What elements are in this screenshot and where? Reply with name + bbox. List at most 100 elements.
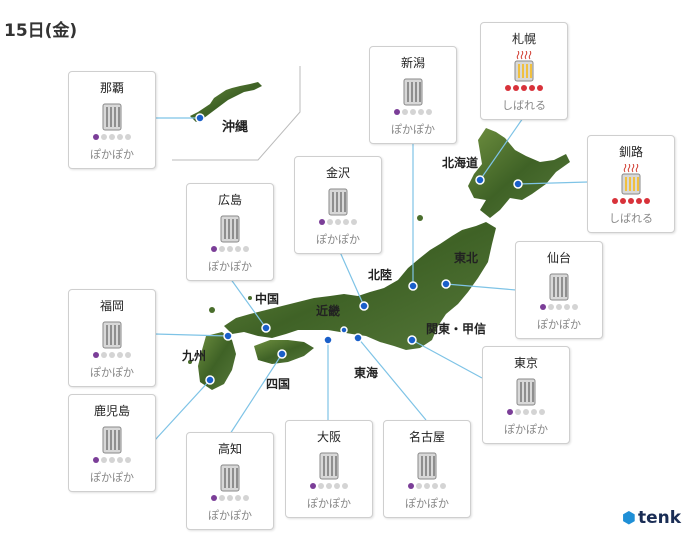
level-dots	[187, 495, 273, 503]
pin-kushiro	[513, 179, 523, 189]
level-dots	[481, 85, 567, 93]
level-dot	[505, 85, 511, 91]
heat-wave	[631, 163, 635, 173]
city-name: 広島	[217, 193, 242, 207]
heater-icon	[515, 375, 537, 407]
level-dot	[426, 109, 432, 115]
heater-svg	[621, 163, 641, 195]
card-sendai[interactable]: 仙台 ぽかぽか	[515, 241, 603, 339]
level-dot	[335, 219, 341, 225]
region-chugoku: 中国	[255, 292, 280, 306]
level-dot	[531, 409, 537, 415]
heater-bar	[637, 177, 639, 191]
region-tokai: 東海	[354, 366, 379, 380]
level-dot	[243, 246, 249, 252]
heater-icon	[219, 212, 241, 244]
heater-icon	[548, 270, 570, 302]
level-dot	[644, 198, 650, 204]
level-dots	[69, 134, 155, 142]
level-dot	[418, 109, 424, 115]
heater-bar	[415, 82, 417, 102]
island	[417, 215, 423, 221]
heater-bar	[526, 64, 528, 78]
city-name: 仙台	[546, 251, 571, 265]
card-fukuoka[interactable]: 福岡 ぽかぽか	[68, 289, 156, 387]
pin-kinki	[340, 326, 348, 334]
city-name: 福岡	[99, 299, 124, 313]
level-dot	[440, 483, 446, 489]
level-dots	[286, 483, 372, 491]
level-dot	[109, 352, 115, 358]
level-dot	[235, 246, 241, 252]
region-shikoku: 四国	[266, 377, 291, 391]
heater-bar	[332, 192, 334, 212]
tenki-logo[interactable]: ⬢tenk	[622, 508, 681, 528]
heat-wave	[627, 163, 631, 173]
pin-fukuoka	[223, 331, 233, 341]
level-dot	[402, 109, 408, 115]
heater-svg	[514, 50, 534, 82]
level-dot	[636, 198, 642, 204]
okinawa-islands	[190, 82, 262, 122]
heater-bar	[114, 325, 116, 345]
level-dot	[318, 483, 324, 489]
heater-bar	[553, 277, 555, 297]
heater-bar	[344, 192, 346, 212]
honshu	[224, 222, 496, 350]
heater-bar	[407, 82, 409, 102]
level-dot	[125, 134, 131, 140]
leader-sapporo	[479, 117, 524, 181]
level-label: ぽかぽか	[90, 148, 134, 161]
card-niigata[interactable]: 新潟 ぽかぽか	[369, 46, 457, 144]
level-dot	[424, 483, 430, 489]
heater-bar	[232, 219, 234, 239]
level-label: しばれる	[502, 99, 546, 112]
leader-kochi	[229, 353, 283, 435]
card-kochi[interactable]: 高知 ぽかぽか	[186, 432, 274, 530]
card-kanazawa[interactable]: 金沢 ぽかぽか	[294, 156, 382, 254]
level-dot	[572, 304, 578, 310]
heater-svg	[319, 452, 339, 480]
heater-bar	[532, 382, 534, 402]
level-dots	[69, 457, 155, 465]
level-dot	[564, 304, 570, 310]
pin-naha	[195, 113, 205, 123]
level-dot	[548, 304, 554, 310]
card-osaka[interactable]: 大阪 ぽかぽか	[285, 420, 373, 518]
leader-kagoshima	[154, 379, 211, 441]
level-dot	[513, 85, 519, 91]
heater-bar	[106, 430, 108, 450]
pin-kagoshima	[205, 375, 215, 385]
level-dot	[101, 457, 107, 463]
heater-svg	[403, 78, 423, 106]
heater-bar	[518, 64, 520, 78]
card-nagoya[interactable]: 名古屋 ぽかぽか	[383, 420, 471, 518]
heater-bar	[114, 430, 116, 450]
card-kushiro[interactable]: 釧路 しばれる	[587, 135, 675, 233]
level-label: ぽかぽか	[208, 509, 252, 522]
level-dot	[523, 409, 529, 415]
city-name: 鹿児島	[93, 404, 130, 418]
city-name: 那覇	[99, 81, 124, 95]
pin-sendai	[441, 279, 451, 289]
heater-bar	[118, 325, 120, 345]
heater-icon	[620, 163, 642, 196]
level-dot	[125, 352, 131, 358]
heater-bar	[335, 456, 337, 476]
level-dot	[101, 352, 107, 358]
heater-bar	[224, 219, 226, 239]
card-naha[interactable]: 那覇 ぽかぽか	[68, 71, 156, 169]
level-dot	[540, 304, 546, 310]
level-dot	[326, 483, 332, 489]
level-dot	[416, 483, 422, 489]
heater-bar	[118, 107, 120, 127]
heat-wave	[520, 50, 524, 60]
card-tokyo[interactable]: 東京 ぽかぽか	[482, 346, 570, 444]
card-kagoshima[interactable]: 鹿児島 ぽかぽか	[68, 394, 156, 492]
city-name: 高知	[217, 442, 242, 456]
card-hiroshima[interactable]: 広島 ぽかぽか	[186, 183, 274, 281]
heater-svg	[220, 464, 240, 492]
pin-osaka	[323, 335, 333, 345]
card-sapporo[interactable]: 札幌 しばれる	[480, 22, 568, 120]
heater-icon	[416, 449, 438, 481]
